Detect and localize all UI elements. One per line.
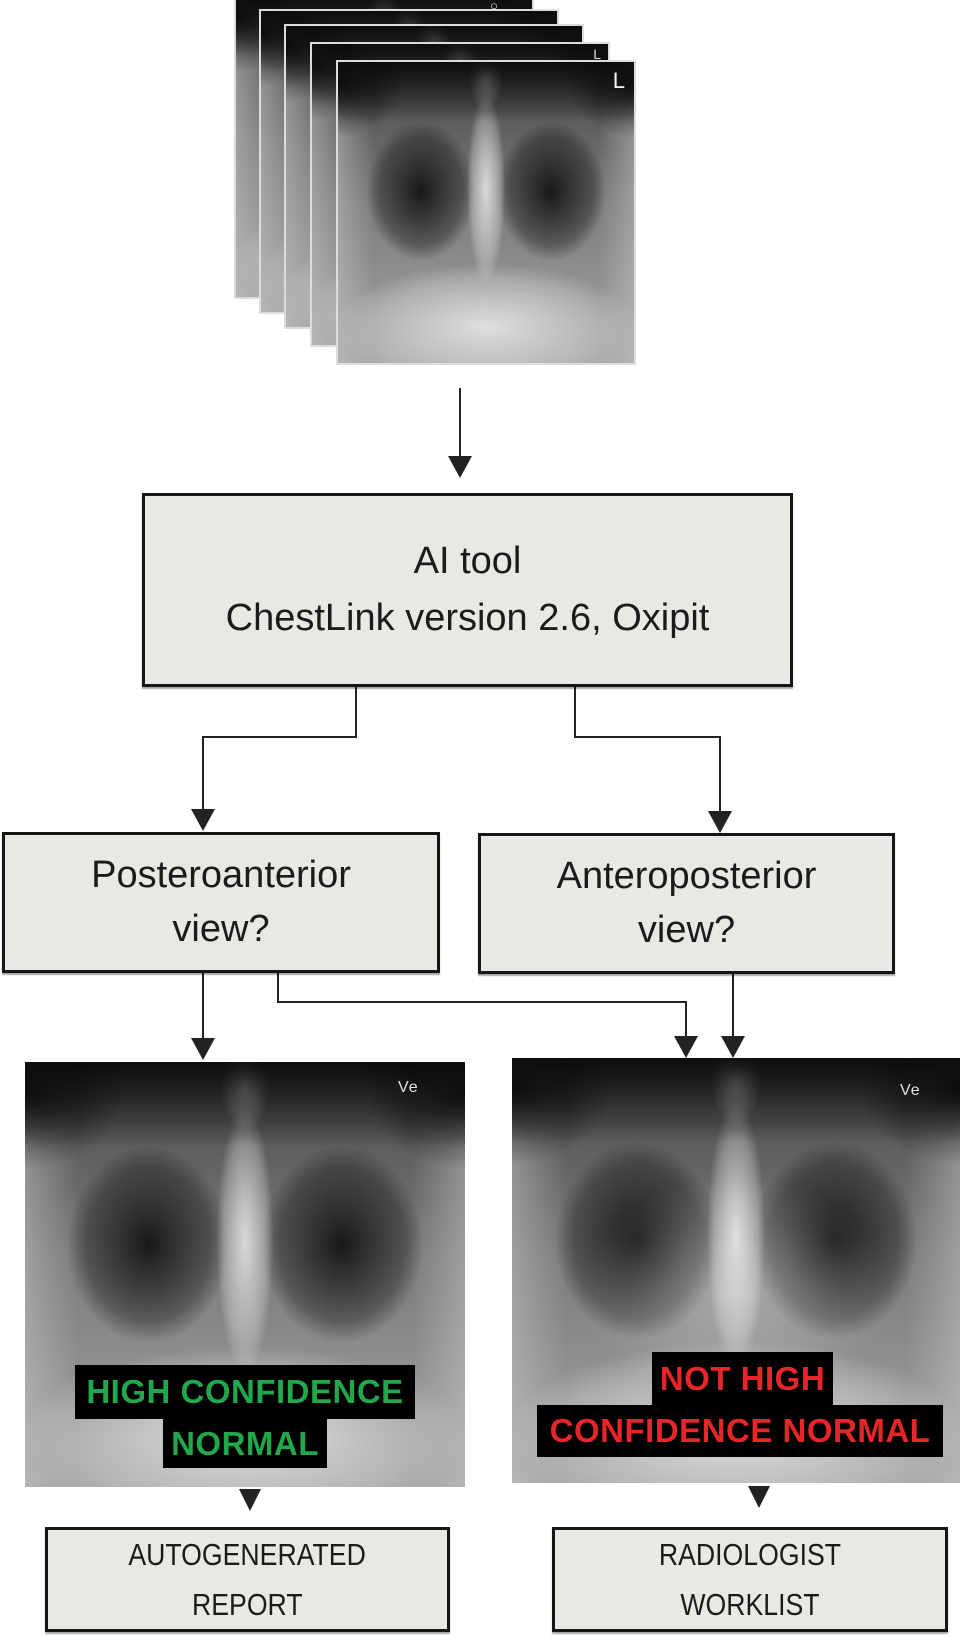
arrowhead-xray-to-report [239, 1489, 261, 1511]
circle-marker: ○ [490, 0, 498, 13]
ve-marker: Ve [398, 1079, 419, 1096]
ai-tool-version: ChestLink version 2.6, Oxipit [225, 597, 710, 639]
decision-pa-line2: view? [172, 907, 270, 950]
high-confidence-band-line2: NORMAL [163, 1419, 327, 1468]
arrowhead-pa-to-xray [191, 1038, 215, 1060]
stack-film-front: L [336, 60, 636, 365]
decision-ap-line2: view? [637, 908, 736, 951]
decision-ap-line1: Anteroposterior [556, 854, 817, 897]
arrow-pa-to-right-xray-line [277, 973, 687, 1036]
outcome-report-line2: REPORT [192, 1586, 303, 1622]
arrowhead-ai-to-ap [708, 811, 732, 833]
xray-high-confidence-normal: Ve HIGH CONFIDENCE NORMAL [25, 1062, 465, 1487]
arrowhead-pa-to-right-xray [674, 1036, 698, 1058]
arrow-ai-to-pa-line [202, 687, 357, 809]
outcome-worklist-line1: RADIOLOGIST [658, 1536, 842, 1572]
arrowhead-xray-to-worklist [748, 1486, 770, 1508]
arrowhead-ai-to-pa [191, 809, 215, 831]
ve-marker: Ve [900, 1082, 921, 1099]
laterality-marker: L [593, 46, 601, 62]
decision-box-anteroposterior: Anteroposterior view? [478, 833, 895, 974]
xray-not-high-confidence-normal: Ve NOT HIGH CONFIDENCE NORMAL [512, 1058, 960, 1483]
arrowhead-stack-to-ai [448, 456, 472, 478]
high-confidence-band-line1: HIGH CONFIDENCE [75, 1365, 415, 1419]
laterality-marker: L [612, 68, 625, 93]
ai-tool-box: AI tool ChestLink version 2.6, Oxipit [142, 493, 793, 687]
outcome-box-radiologist-worklist: RADIOLOGIST WORKLIST [552, 1527, 948, 1632]
ai-tool-name: AI tool [413, 540, 522, 582]
arrowhead-ap-to-xray [721, 1036, 745, 1058]
decision-pa-line1: Posteroanterior [91, 853, 351, 896]
not-high-confidence-band-line2: CONFIDENCE NORMAL [537, 1405, 943, 1457]
outcome-worklist-line2: WORKLIST [680, 1586, 820, 1622]
outcome-box-autogenerated-report: AUTOGENERATED REPORT [45, 1527, 450, 1632]
decision-box-posteroanterior: Posteroanterior view? [2, 832, 440, 973]
arrow-ai-to-ap-line [574, 687, 721, 811]
outcome-report-line1: AUTOGENERATED [128, 1536, 367, 1572]
not-high-confidence-band-line1: NOT HIGH [652, 1352, 833, 1405]
